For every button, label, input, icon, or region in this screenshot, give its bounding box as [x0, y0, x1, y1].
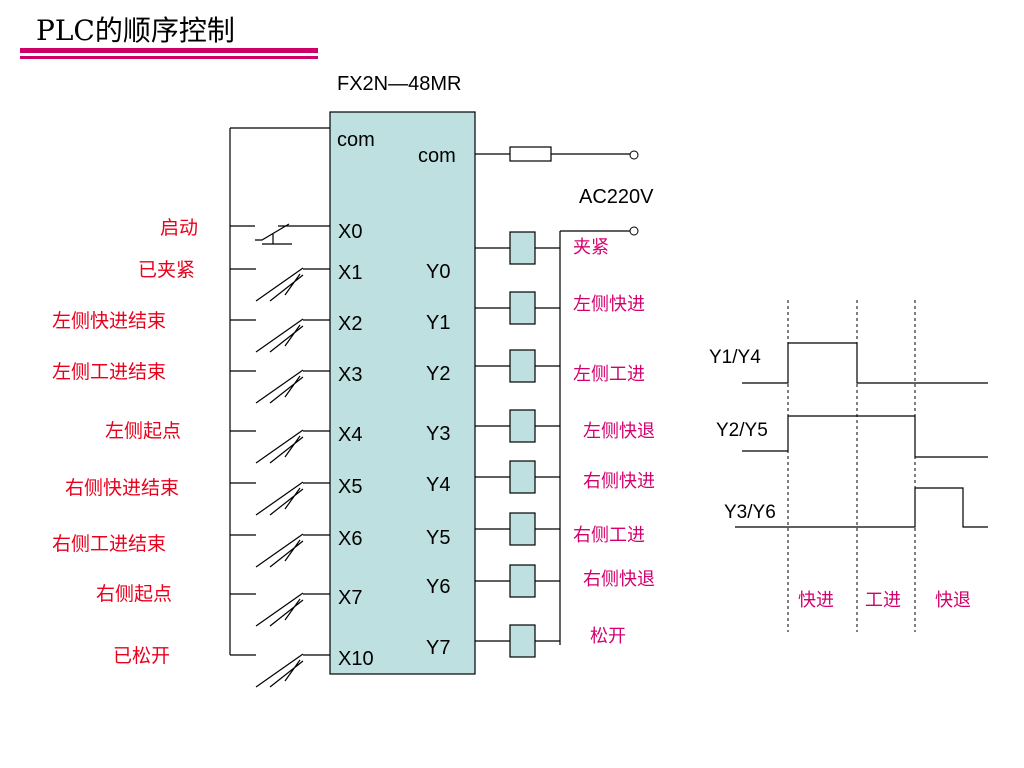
relay-coil-icon — [509, 409, 536, 443]
output-label: 松开 — [590, 626, 626, 647]
page-title: PLC的顺序控制 — [36, 14, 235, 47]
input-label: 启动 — [160, 217, 198, 239]
output-label: 夹紧 — [573, 237, 609, 258]
relay-coil-icon — [509, 512, 536, 546]
input-terminal: X5 — [338, 476, 362, 498]
output-y7: Y7 松开 — [426, 624, 626, 659]
relay-coil-icon — [509, 291, 536, 325]
output-terminal: Y0 — [426, 261, 450, 283]
supply-label: AC220V — [579, 186, 654, 208]
phase-label: 工进 — [865, 590, 901, 611]
signal-label: Y1/Y4 — [709, 347, 761, 368]
relay-coil-icon — [509, 231, 536, 265]
waveform-y1-y4 — [742, 342, 988, 384]
input-terminal: X6 — [338, 528, 362, 550]
relay-coil-icon — [509, 564, 536, 598]
limit-switch-icon — [255, 429, 330, 464]
title-underline-top — [20, 48, 318, 53]
output-terminal: Y2 — [426, 363, 450, 385]
output-label: 右侧工进 — [573, 525, 645, 546]
plc-com-output: com — [418, 145, 456, 167]
input-x0: 启动 X0 — [160, 217, 362, 245]
input-label: 右侧快进结束 — [65, 477, 179, 499]
supply-terminal-top — [629, 150, 639, 160]
input-x3: 左侧工进结束 X3 — [52, 361, 362, 404]
outputs-layer: Y0 夹紧 Y1 左侧快进 Y2 左侧工进 Y3 左侧快退 Y4 右侧快进 Y5 右侧工进 Y6 右侧快退… — [426, 231, 655, 659]
input-label: 已夹紧 — [138, 259, 195, 281]
output-label: 左侧快退 — [583, 421, 655, 442]
input-x6: 右侧工进结束 X6 — [52, 528, 362, 568]
plc-com-input: com — [337, 129, 375, 151]
input-x10: 已松开 X10 — [113, 645, 374, 688]
input-label: 左侧起点 — [105, 420, 181, 442]
plc-model: FX2N—48MR — [337, 73, 461, 95]
input-terminal: X2 — [338, 313, 362, 335]
output-y4: Y4 右侧快进 — [426, 460, 655, 496]
output-y6: Y6 右侧快退 — [426, 564, 655, 598]
phase-label: 快进 — [798, 590, 834, 611]
output-label: 左侧快进 — [573, 294, 645, 315]
output-y0: Y0 夹紧 — [426, 231, 609, 283]
waveform-y2-y5 — [742, 415, 988, 458]
output-terminal: Y7 — [426, 637, 450, 659]
output-terminal: Y4 — [426, 474, 450, 496]
limit-switch-icon — [255, 592, 330, 627]
phase-label: 快退 — [935, 590, 971, 611]
output-terminal: Y5 — [426, 527, 450, 549]
relay-coil-icon — [509, 460, 536, 494]
fuse — [509, 146, 552, 162]
input-label: 已松开 — [113, 645, 170, 667]
supply-terminal-bottom — [629, 226, 639, 236]
title-underline-bottom — [20, 56, 318, 59]
limit-switch-icon — [255, 653, 330, 688]
input-x1: 已夹紧 X1 — [138, 259, 362, 302]
output-y3: Y3 左侧快退 — [426, 409, 655, 445]
input-label: 右侧起点 — [96, 583, 172, 605]
output-label: 左侧工进 — [573, 364, 645, 385]
relay-coil-icon — [509, 624, 536, 658]
input-terminal: X3 — [338, 364, 362, 386]
output-label: 右侧快进 — [583, 471, 655, 492]
input-label: 左侧工进结束 — [52, 361, 166, 383]
limit-switch-icon — [255, 369, 330, 404]
plc-body — [329, 111, 476, 675]
input-terminal: X4 — [338, 424, 362, 446]
input-x7: 右侧起点 X7 — [96, 583, 362, 627]
output-y1: Y1 左侧快进 — [426, 291, 645, 334]
limit-switch-icon — [255, 267, 330, 302]
output-terminal: Y1 — [426, 312, 450, 334]
limit-switch-icon — [255, 318, 330, 353]
input-label: 左侧快进结束 — [52, 310, 166, 332]
waveform-y3-y6 — [735, 487, 988, 528]
input-x4: 左侧起点 X4 — [105, 420, 362, 464]
input-x2: 左侧快进结束 X2 — [52, 310, 362, 353]
output-terminal: Y3 — [426, 423, 450, 445]
input-terminal: X0 — [338, 221, 362, 243]
limit-switch-icon — [255, 533, 330, 568]
input-terminal: X10 — [338, 648, 374, 670]
input-label: 右侧工进结束 — [52, 533, 166, 555]
relay-coil-icon — [509, 349, 536, 383]
input-x5: 右侧快进结束 X5 — [65, 476, 362, 516]
limit-switch-icon — [255, 481, 330, 516]
input-terminal: X7 — [338, 587, 362, 609]
signal-label: Y2/Y5 — [716, 420, 768, 441]
output-label: 右侧快退 — [583, 569, 655, 590]
input-terminal: X1 — [338, 262, 362, 284]
signal-label: Y3/Y6 — [724, 502, 776, 523]
output-terminal: Y6 — [426, 576, 450, 598]
start-button-icon — [255, 223, 330, 245]
output-y2: Y2 左侧工进 — [426, 349, 645, 385]
output-y5: Y5 右侧工进 — [426, 512, 645, 549]
